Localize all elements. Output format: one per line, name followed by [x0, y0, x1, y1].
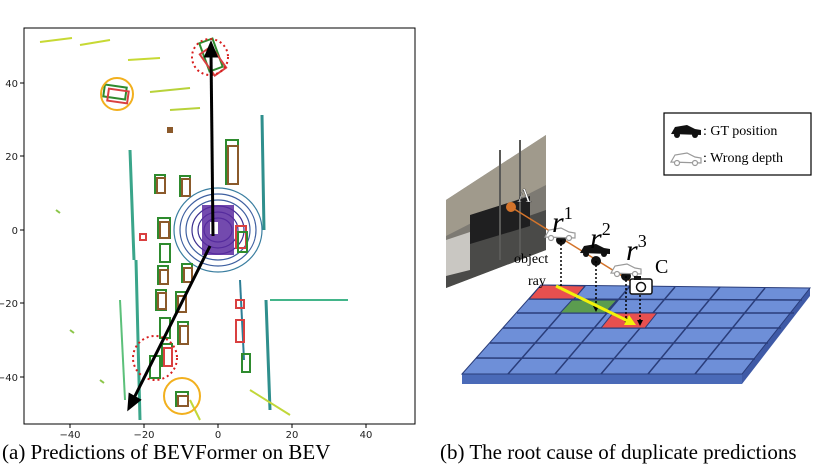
- caption-b: (b) The root cause of duplicate predicti…: [440, 440, 797, 464]
- r2-label: r2: [590, 219, 611, 255]
- camera-image: [446, 135, 546, 288]
- highlight-circles: [100, 38, 229, 415]
- y-ticks: [20, 82, 24, 378]
- ego-vehicle: [202, 205, 234, 255]
- cell-red-1: [527, 284, 587, 300]
- point-a-label: A: [517, 185, 532, 207]
- y-tick-label: −40: [0, 373, 18, 384]
- legend-outline-car-icon: [669, 152, 702, 167]
- root-cause-diagram: A C object ray r1 r2 r3 : GT position : …: [446, 112, 812, 384]
- ray-arrows: [127, 40, 219, 412]
- y-tick-label: 40: [5, 79, 18, 90]
- x-ticks: [69, 424, 367, 428]
- y-tick-label: 20: [5, 152, 18, 163]
- y-tick-label: 0: [12, 226, 18, 237]
- object-ray-label: object: [514, 252, 548, 267]
- legend-gt-label: : GT position: [703, 124, 777, 139]
- legend-black-car-icon: [671, 125, 701, 138]
- detection-boxes: [102, 37, 251, 407]
- duplicate-circle-top: [191, 38, 229, 76]
- r1-label: r1: [552, 203, 573, 239]
- gt-circle-bottom: [163, 377, 201, 415]
- legend-wrong-label: : Wrong depth: [703, 151, 783, 166]
- x-tick-label: 20: [286, 430, 299, 441]
- black-car-icon: [580, 244, 610, 257]
- x-tick-label: 0: [215, 430, 221, 441]
- bev-grid: [460, 284, 812, 384]
- object-ray-label: ray: [528, 274, 546, 289]
- gt-circle-left: [100, 77, 134, 111]
- bev-arrow: [555, 284, 636, 325]
- caption-a: (a) Predictions of BEVFormer on BEV: [2, 440, 331, 464]
- r3-label: r3: [626, 231, 647, 267]
- y-tick-label: −20: [0, 299, 18, 310]
- x-tick-label: −40: [59, 430, 80, 441]
- bev-plot: −40 −20 0 20 40 40 20 0 −20 −40: [0, 27, 416, 441]
- lidar-points: [39, 37, 348, 421]
- x-tick-label: −20: [133, 430, 154, 441]
- x-tick-label: 40: [360, 430, 373, 441]
- outline-car-icon: [543, 227, 642, 278]
- duplicate-circle-bottom: [132, 335, 178, 381]
- point-c-label: C: [655, 256, 668, 278]
- legend: : GT position : Wrong depth: [663, 112, 812, 176]
- camera-icon: [629, 276, 653, 295]
